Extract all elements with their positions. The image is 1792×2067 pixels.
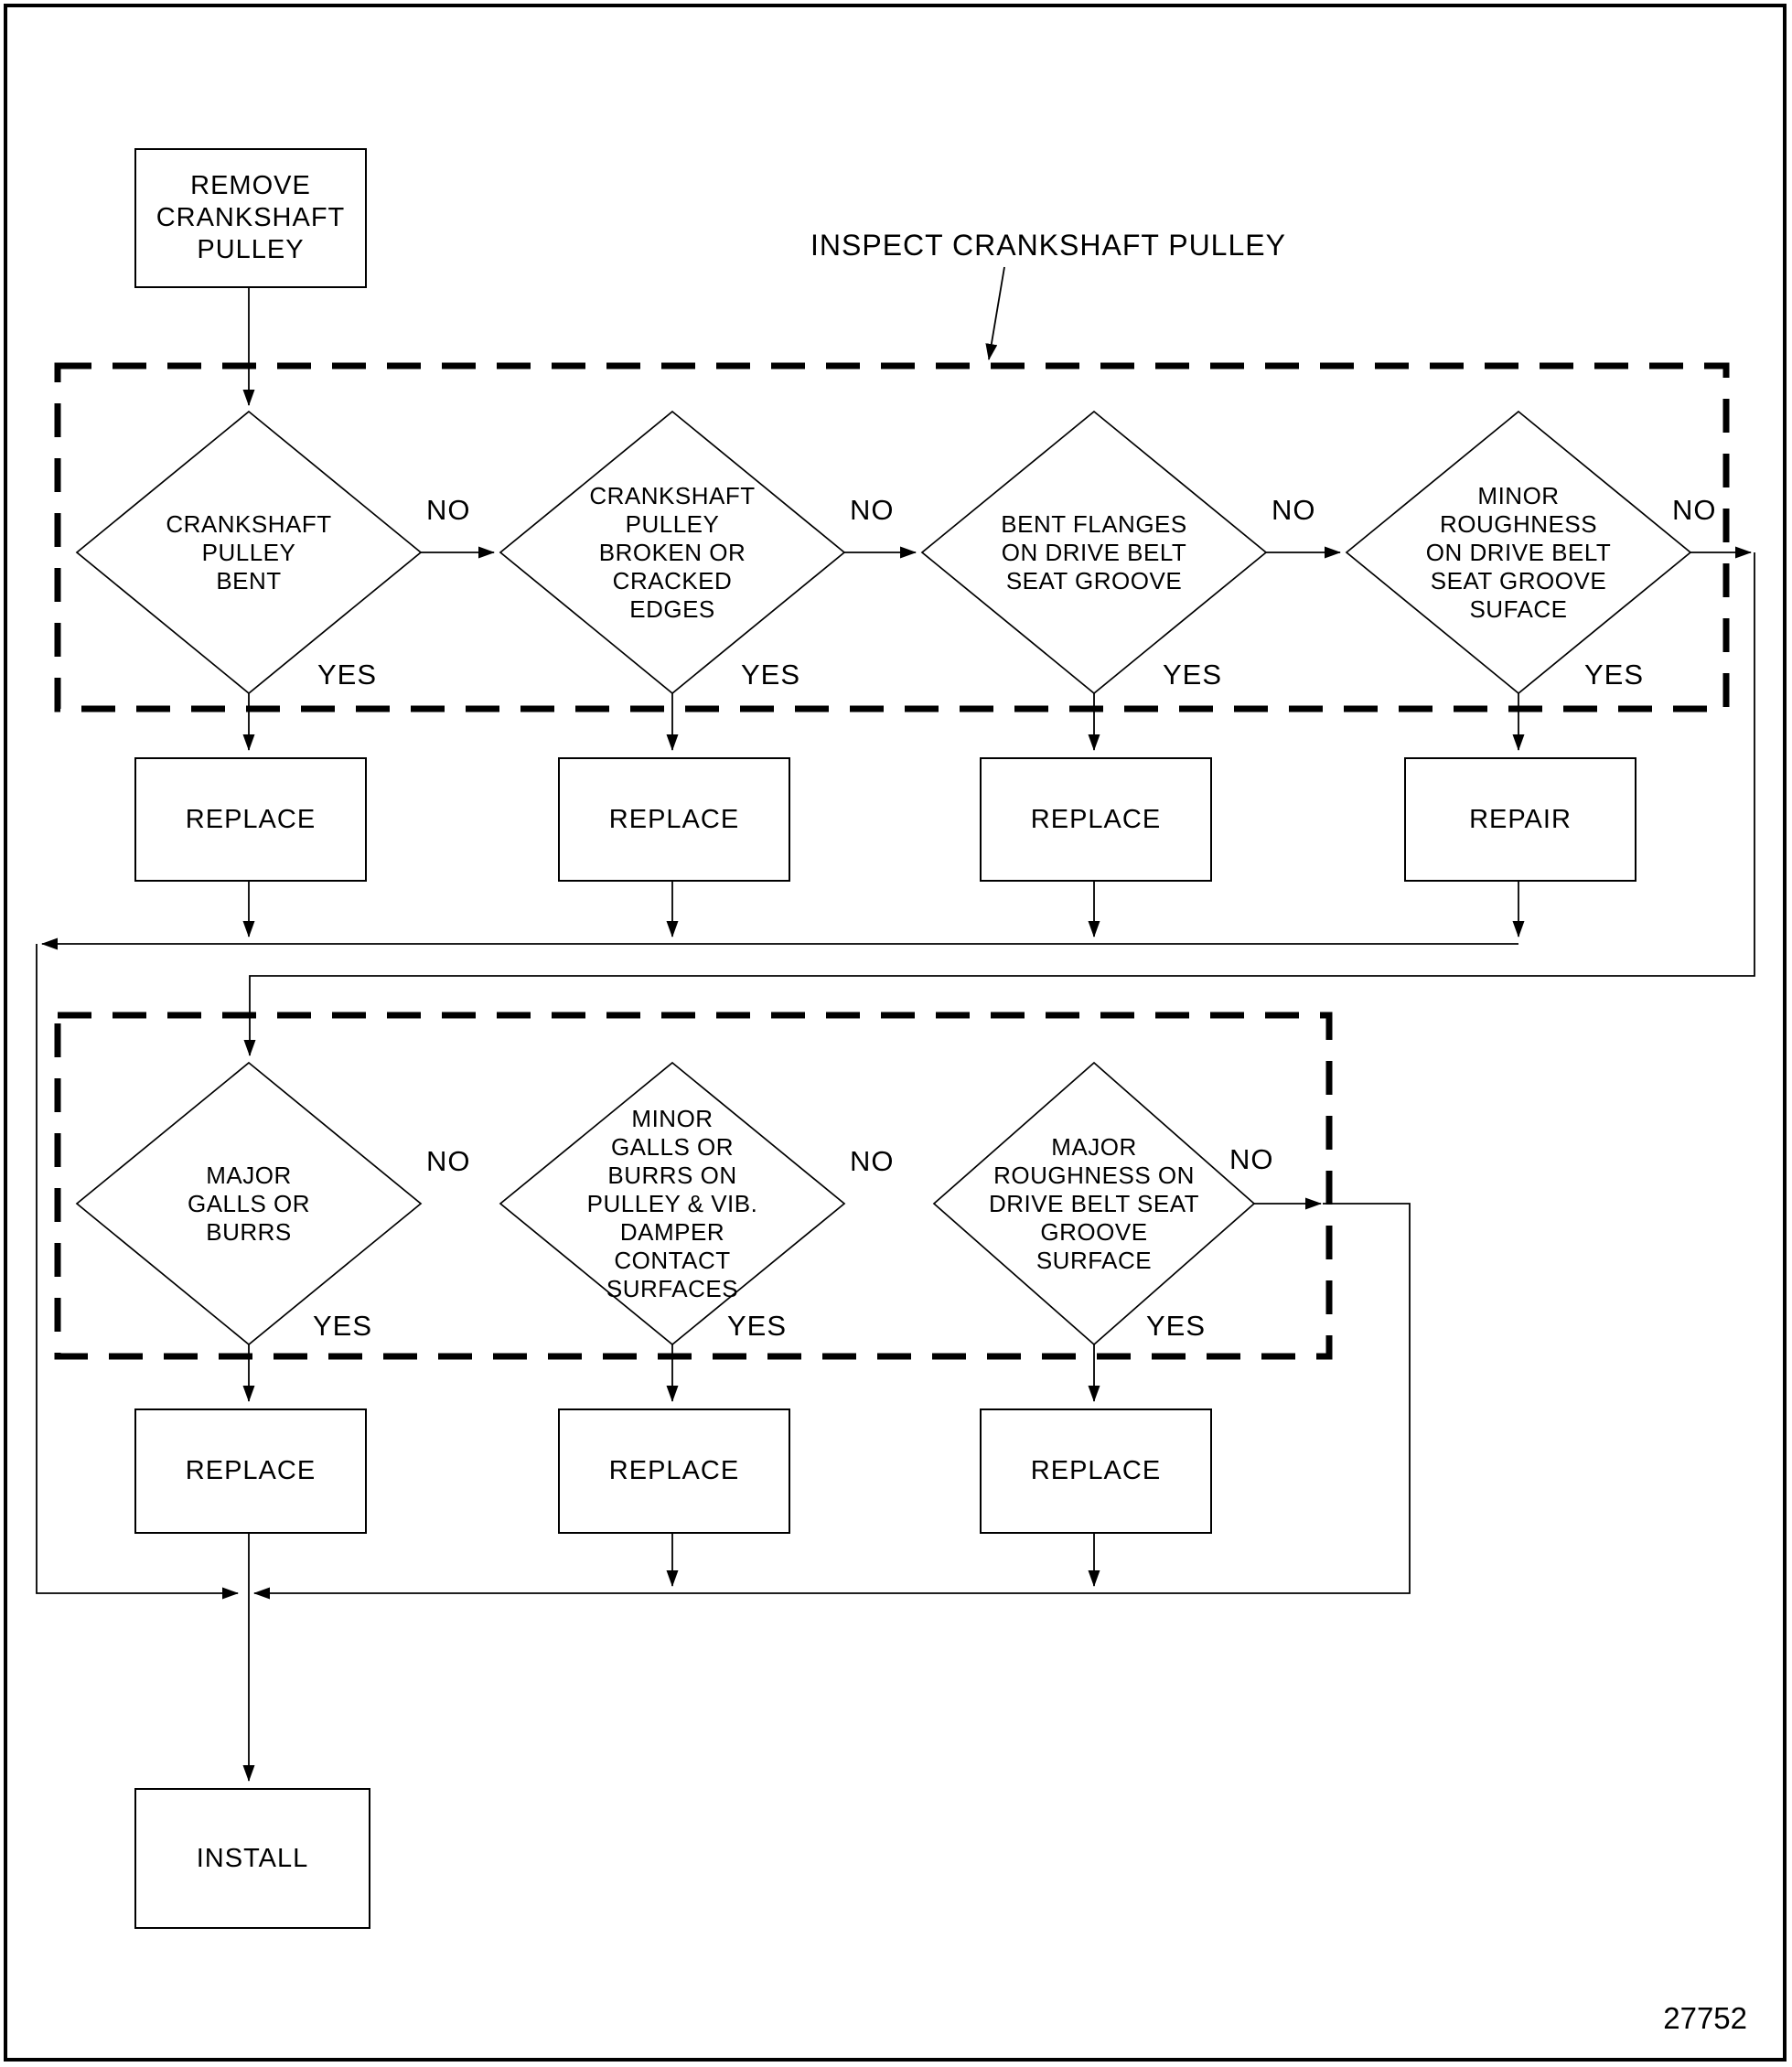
no-label-d4: NO: [1672, 494, 1717, 526]
start-box-remove-crankshaft-pulley: REMOVE CRANKSHAFT PULLEY: [134, 148, 367, 288]
no-label-d2: NO: [850, 494, 895, 526]
decision-text-minor-galls: MINOR GALLS OR BURRS ON PULLEY & VIB. DA…: [586, 1104, 758, 1302]
no-label-d7: NO: [1229, 1143, 1274, 1175]
no-label-d5: NO: [426, 1145, 471, 1177]
edge-caption-arrow: [985, 266, 1005, 360]
decision-text-major-roughness: MAJOR ROUGHNESS ON DRIVE BELT SEAT GROOV…: [988, 1132, 1199, 1274]
action-box-replace-5: REPLACE: [558, 1408, 790, 1534]
no-label-d1: NO: [426, 494, 471, 526]
inspect-caption: INSPECT CRANKSHAFT PULLEY: [810, 229, 1286, 262]
yes-label-d2: YES: [741, 659, 801, 691]
yes-label-d6: YES: [727, 1310, 788, 1342]
dashed-region-inspect-1: [54, 362, 1730, 712]
figure-number: 27752: [1663, 2001, 1747, 2035]
action-box-replace-6: REPLACE: [980, 1408, 1212, 1534]
end-box-install: INSTALL: [134, 1788, 370, 1929]
decision-text-broken-cracked: CRANKSHAFT PULLEY BROKEN OR CRACKED EDGE…: [589, 481, 756, 623]
action-box-replace-1: REPLACE: [134, 757, 367, 882]
action-box-replace-2: REPLACE: [558, 757, 790, 882]
yes-label-d5: YES: [313, 1310, 373, 1342]
decision-text-bent-flanges: BENT FLANGES ON DRIVE BELT SEAT GROOVE: [1001, 509, 1187, 594]
action-box-replace-4: REPLACE: [134, 1408, 367, 1534]
edge-left-rail: [36, 944, 239, 1600]
edge-d4-no-wrap-to-d5: [243, 552, 1755, 1056]
action-box-repair: REPAIR: [1404, 757, 1636, 882]
decision-text-major-galls: MAJOR GALLS OR BURRS: [187, 1161, 311, 1246]
no-label-d3: NO: [1272, 494, 1316, 526]
no-label-d6: NO: [850, 1145, 895, 1177]
dashed-region-inspect-2: [54, 1012, 1333, 1360]
yes-label-d4: YES: [1584, 659, 1645, 691]
decision-text-pulley-bent: CRANKSHAFT PULLEY BENT: [166, 509, 332, 594]
decision-text-minor-roughness: MINOR ROUGHNESS ON DRIVE BELT SEAT GROOV…: [1425, 481, 1612, 623]
yes-label-d3: YES: [1163, 659, 1223, 691]
yes-label-d7: YES: [1146, 1310, 1207, 1342]
action-box-replace-3: REPLACE: [980, 757, 1212, 882]
edge-collector-row2: [253, 1203, 1411, 1600]
yes-label-d1: YES: [317, 659, 378, 691]
